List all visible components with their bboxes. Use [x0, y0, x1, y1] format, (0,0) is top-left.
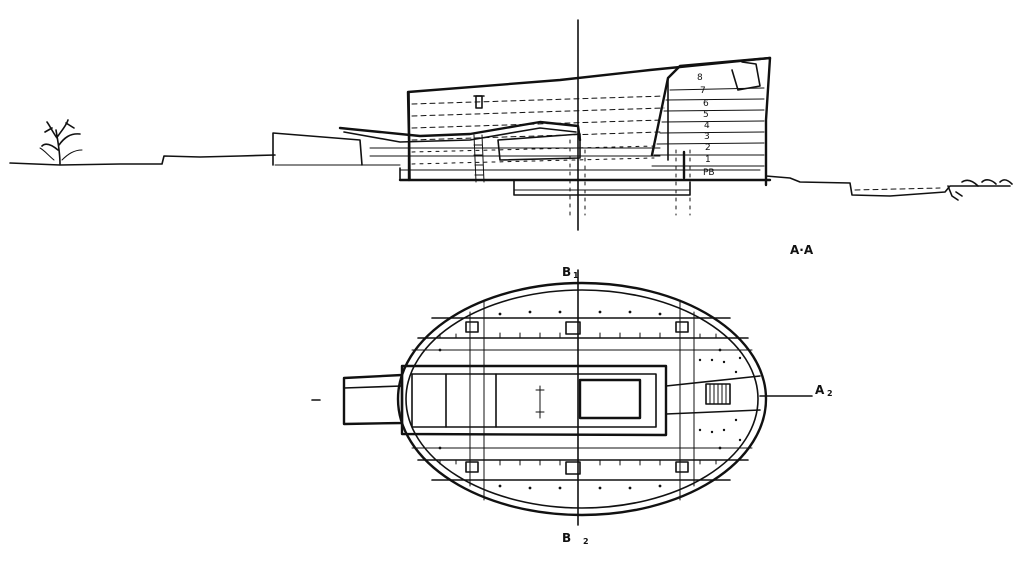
floor-label: 7 [700, 86, 706, 96]
cut-label-b-bottom-sub: 2 [583, 537, 589, 546]
left-block [272, 132, 363, 166]
floor-lines [651, 87, 765, 167]
ground-line-right [765, 175, 1011, 197]
section-drawing [9, 19, 1013, 231]
section-title: A·A [790, 243, 814, 257]
cut-label-b-top-sub: 1 [573, 271, 579, 280]
floor-label: 1 [705, 155, 711, 165]
floor-label: 8 [697, 73, 703, 83]
tree-icon [39, 119, 83, 165]
dashed-floor-lines [411, 95, 666, 165]
central-body [400, 364, 668, 437]
central-void [578, 378, 642, 420]
plan-drawing [311, 269, 813, 526]
floor-labels: 8 7 6 5 4 3 2 1 PB [697, 73, 715, 178]
ground-line [9, 154, 276, 166]
grid-ticks [439, 332, 717, 466]
outer-ellipse [396, 281, 768, 517]
floor-label: PB [703, 168, 715, 178]
cut-label-a: A [815, 383, 825, 397]
floor-label: 2 [705, 143, 711, 153]
basement-block [513, 179, 691, 196]
floor-label: 6 [703, 99, 709, 109]
cut-label-a-sub: 2 [827, 389, 833, 398]
floor-label: 4 [704, 121, 710, 131]
plan-labels: B 1 B 2 A 2 [562, 265, 833, 546]
column-dots [438, 310, 742, 490]
cut-label-b-top: B [562, 265, 571, 279]
floor-label: 3 [704, 132, 710, 142]
floor-label: 5 [703, 110, 709, 120]
entry-wing [342, 373, 404, 426]
cut-label-b-bottom: B [562, 531, 571, 545]
stair-mark [473, 134, 485, 183]
